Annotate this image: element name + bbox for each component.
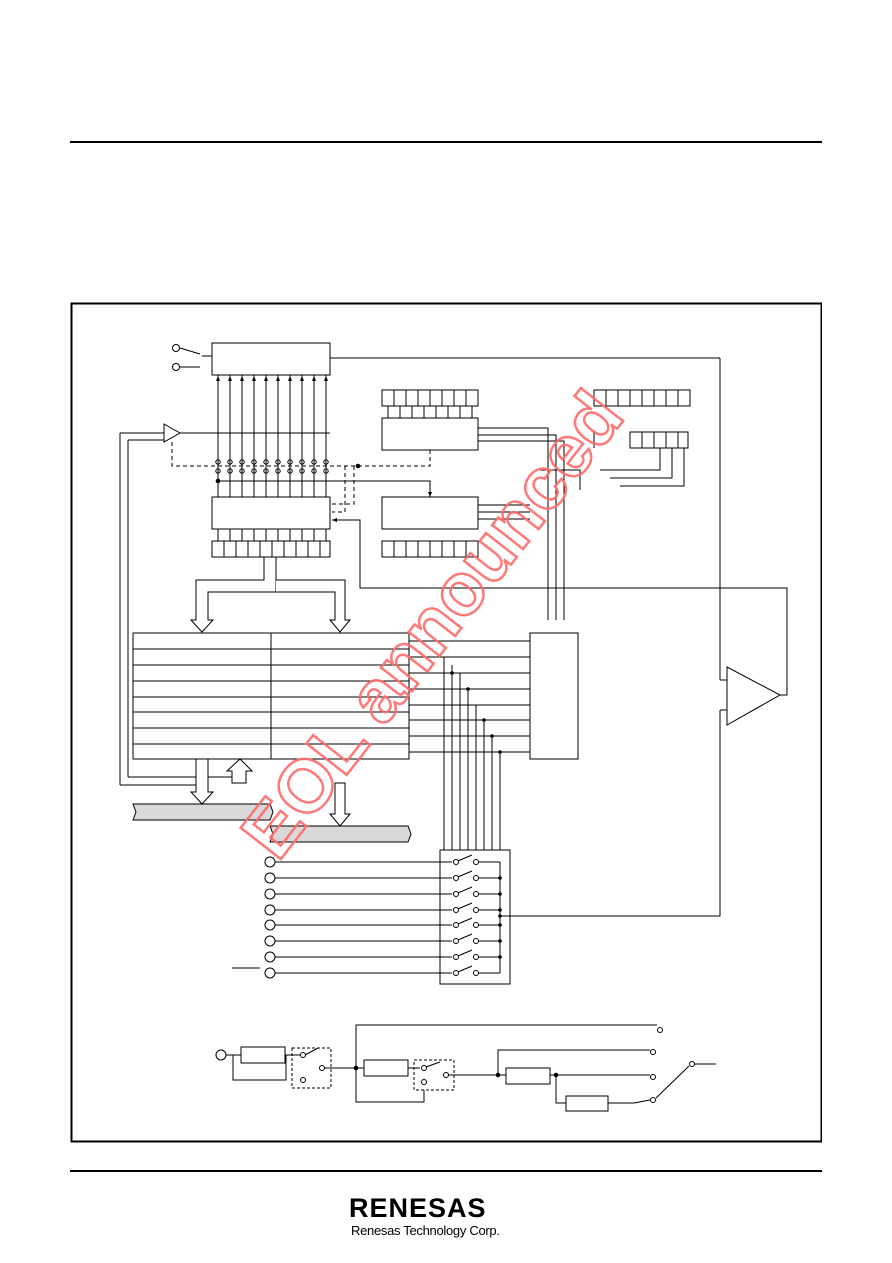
mux-select-lines [443, 657, 501, 850]
input-switch-top [172, 344, 212, 371]
register-block-top [211, 342, 331, 376]
control-block-2 [381, 496, 479, 530]
block-diagram: EOL announced [70, 302, 822, 1143]
decoder-block [529, 632, 579, 760]
diagram-frame [70, 302, 822, 1143]
analog-comparator [726, 666, 782, 726]
bottom-register-cells [211, 540, 331, 558]
analog-input-pins [264, 856, 276, 979]
logo-wordmark: RENESAS [349, 1193, 487, 1223]
bus-arrows [189, 556, 352, 633]
internal-bus [132, 803, 412, 843]
bottom-reg-arrows [217, 529, 327, 541]
control-block-1 [381, 417, 479, 451]
data-bit-lines [217, 375, 327, 497]
bus-link-arrows [189, 758, 352, 827]
register-block-bottom [211, 496, 331, 530]
header-rule [70, 141, 822, 143]
bit-nodes-row1 [215, 459, 329, 465]
comparator-buffer [163, 423, 182, 443]
renesas-logo: RENESAS Renesas Technology Corp. [349, 1193, 549, 1243]
dashed-control [171, 442, 431, 513]
mux-switches [453, 854, 479, 976]
register-cells-right-3 [593, 431, 689, 449]
company-name: Renesas Technology Corp. [351, 1223, 500, 1238]
clock-prescaler-chain [215, 1024, 716, 1112]
analog-multiplexer [439, 849, 511, 985]
register-cells-right-1 [381, 389, 479, 407]
register-cells-right-4 [381, 540, 479, 558]
bit-nodes-row2 [215, 468, 329, 474]
register-cells-right-2 [593, 389, 691, 407]
bit-arrows-up [216, 376, 328, 381]
footer-rule [70, 1170, 822, 1172]
